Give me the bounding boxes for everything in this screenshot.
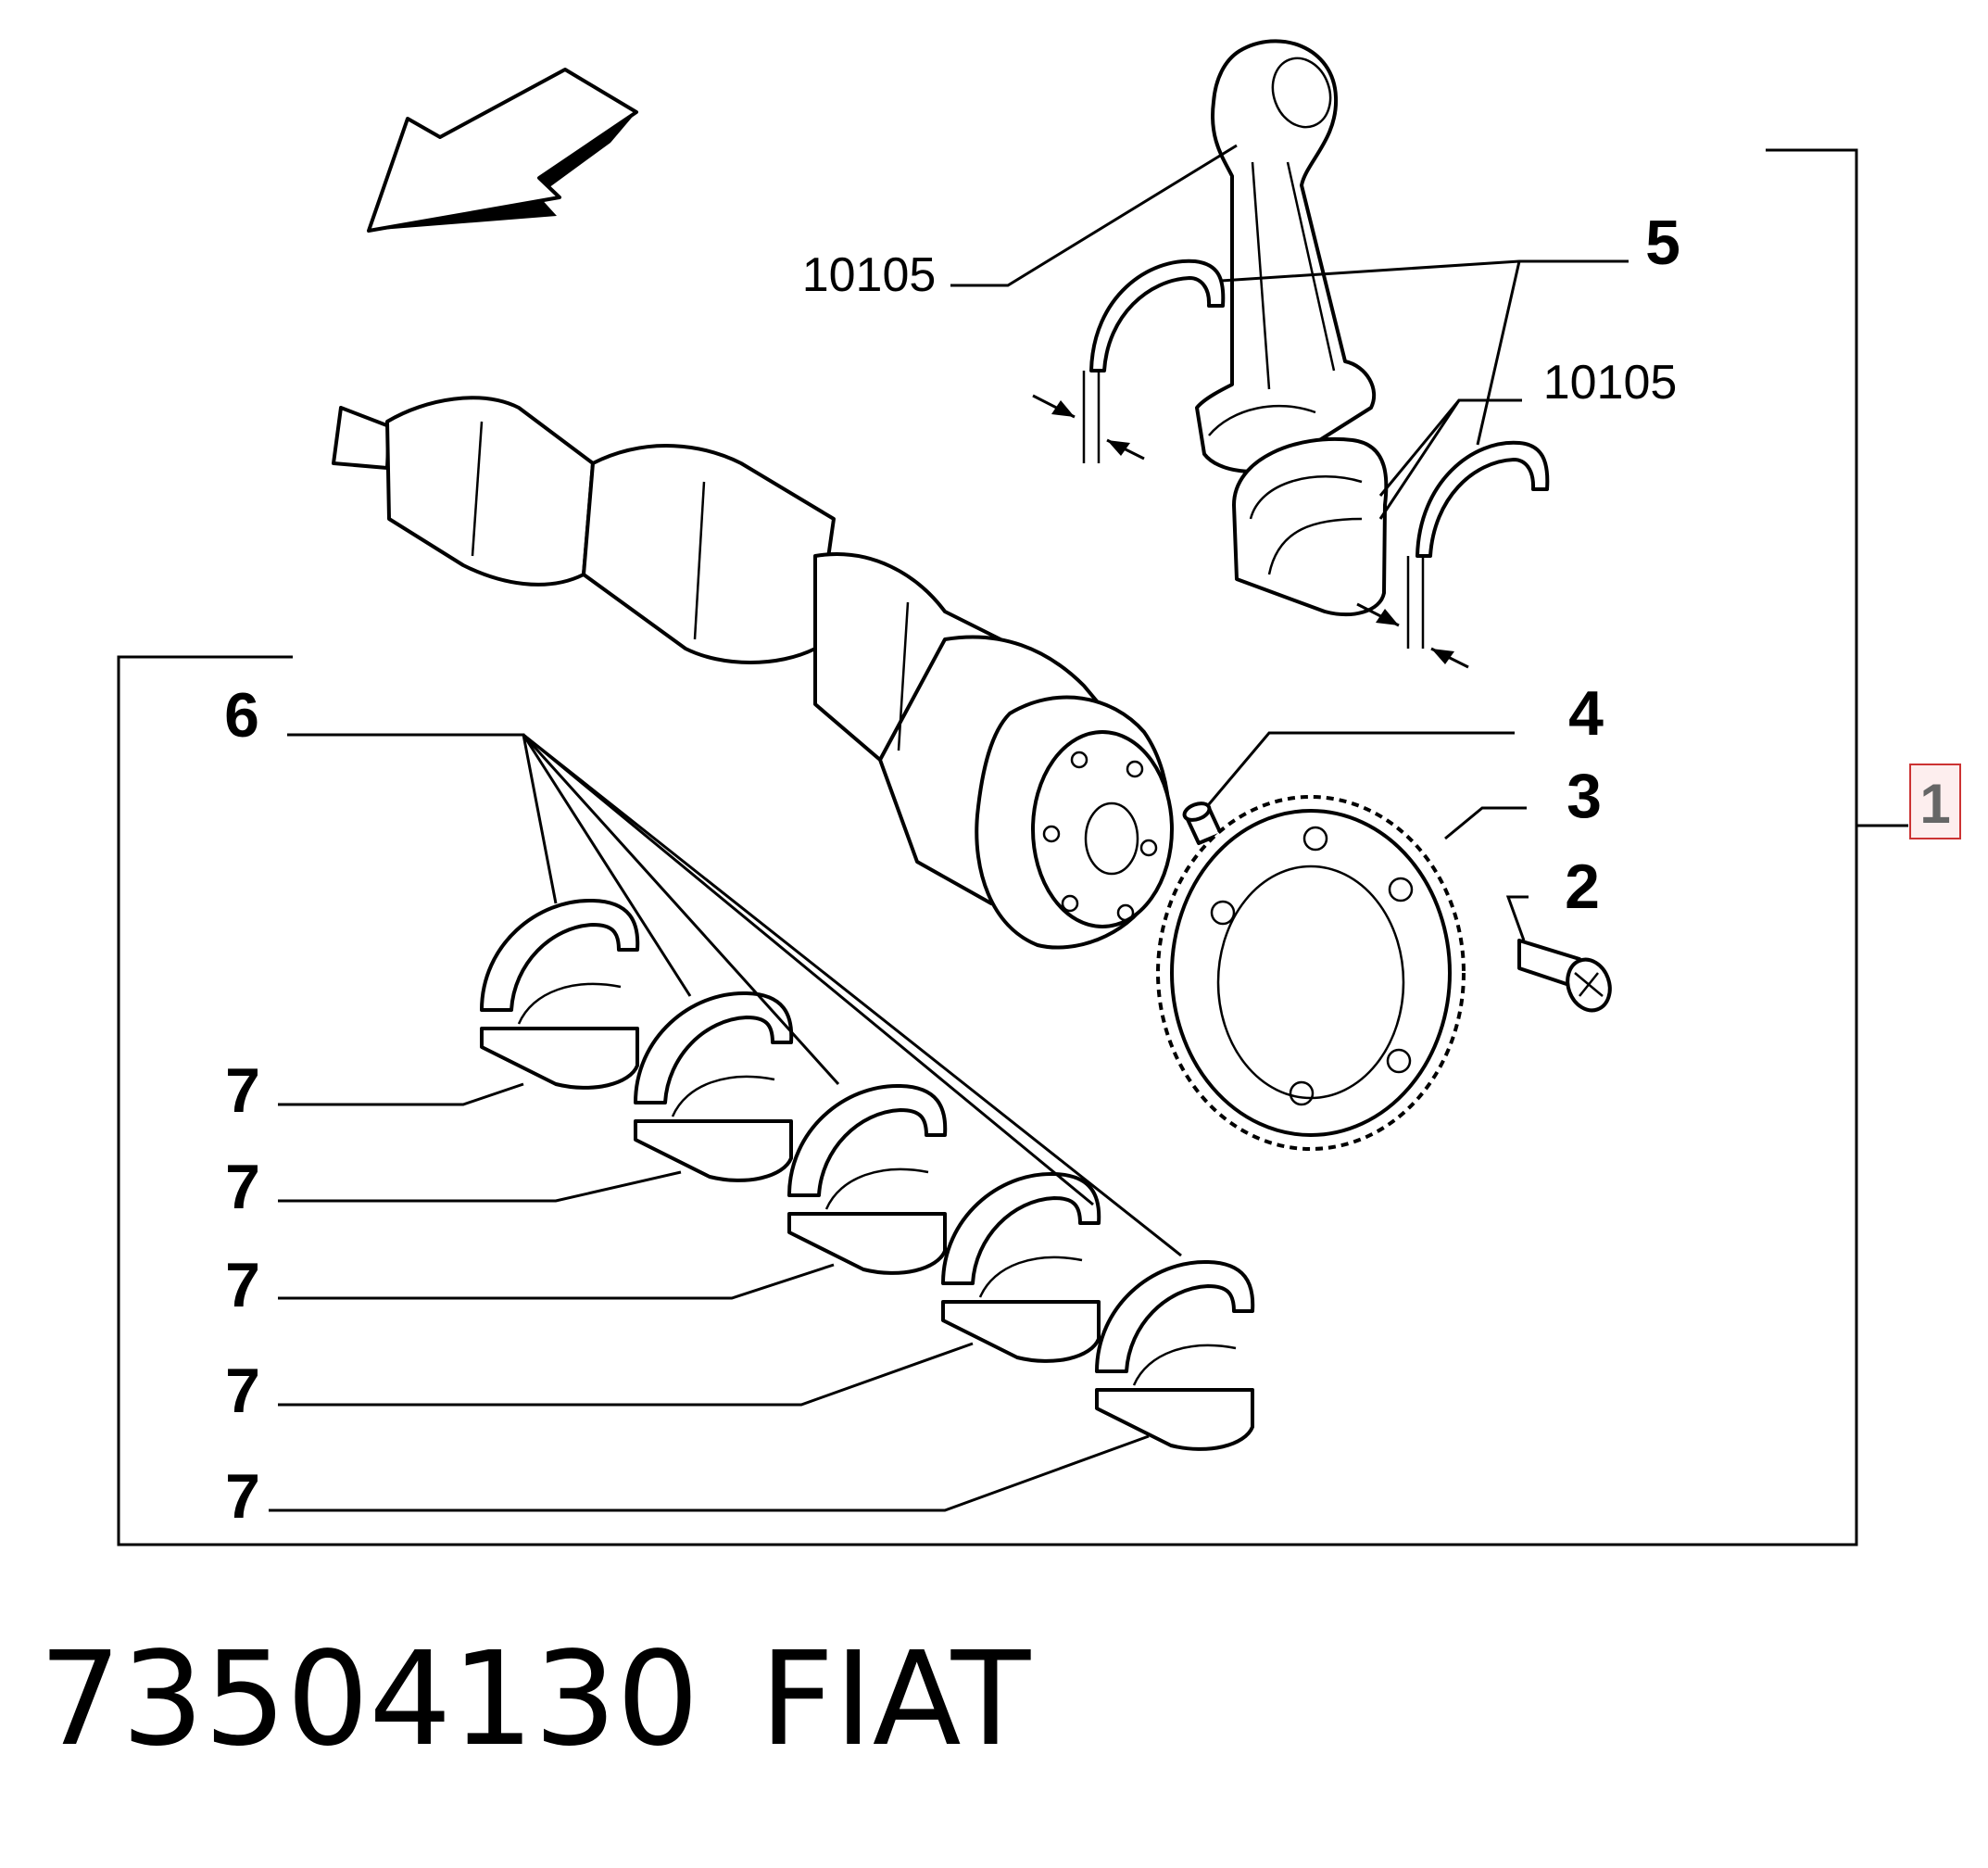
gear-bolt (1517, 939, 1612, 1013)
callout-5: 5 (1645, 208, 1680, 278)
part-number: 73504130 (39, 1624, 699, 1775)
main-bearing-shell (787, 1083, 948, 1275)
reference-upper-bearing: 10105 (1543, 356, 1678, 410)
callout-2: 2 (1565, 852, 1600, 922)
leader-lines (269, 144, 1629, 1512)
callout-7: 7 (225, 1055, 260, 1126)
callout-7: 7 (225, 1461, 260, 1532)
main-bearing-shell (634, 991, 794, 1182)
main-bearing-shells (480, 898, 1255, 1451)
callout-4: 4 (1568, 678, 1604, 749)
conrod-bearing-cap-shell (1232, 437, 1389, 616)
main-bearing-shell (941, 1171, 1101, 1363)
callout-7: 7 (225, 1250, 260, 1320)
crankshaft (332, 396, 1174, 950)
reference-conrod: 10105 (802, 248, 937, 302)
connecting-rod (1195, 39, 1377, 473)
thickness-arrows (1032, 394, 1469, 669)
callout-7: 7 (225, 1152, 260, 1222)
callout-1: 1 (1919, 773, 1950, 835)
brand-name: FIAT (760, 1624, 1031, 1775)
callout-7: 7 (225, 1356, 260, 1426)
timing-gear (1156, 795, 1466, 1151)
conrod-bearing-shell-upper (1082, 259, 1226, 463)
main-bearing-shell (1095, 1259, 1255, 1451)
main-bearing-shell (480, 898, 640, 1090)
callout-1-highlight[interactable]: 1 (1909, 764, 1961, 839)
assembly-bracket (117, 148, 1908, 1546)
callout-3: 3 (1566, 761, 1602, 831)
direction-arrow-icon (367, 68, 638, 233)
conrod-bearing-shell-lower (1406, 440, 1550, 649)
callout-6: 6 (224, 680, 259, 751)
